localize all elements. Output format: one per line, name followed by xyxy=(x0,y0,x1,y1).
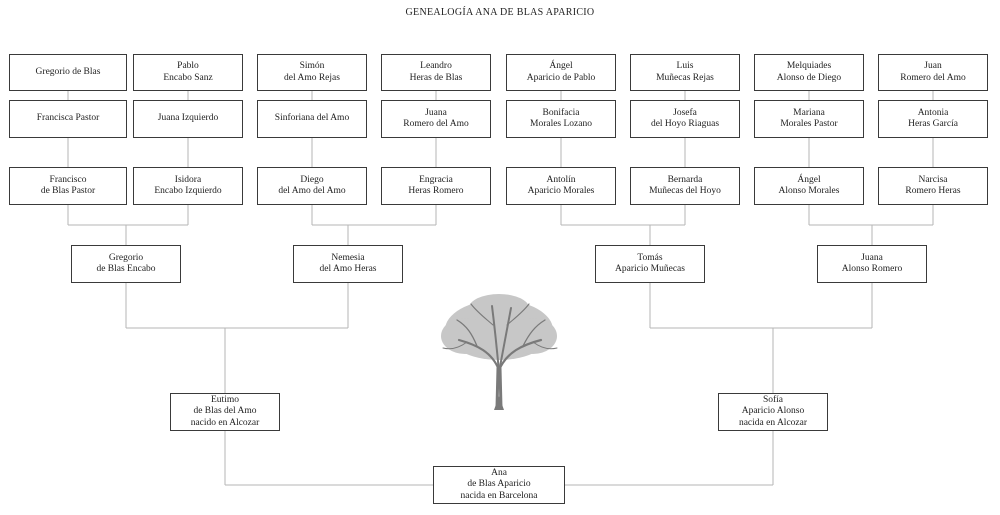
tree-icon xyxy=(441,294,558,410)
person-box-r2-2: Sinforiana del Amo xyxy=(257,100,367,138)
person-box-r2-1: Juana Izquierdo xyxy=(133,100,243,138)
person-box-r2-0: Francisca Pastor xyxy=(9,100,127,138)
chart-title: GENEALOGÍA ANA DE BLAS APARICIO xyxy=(405,7,595,18)
person-box-r1-0: Gregorio de Blas xyxy=(9,54,127,91)
